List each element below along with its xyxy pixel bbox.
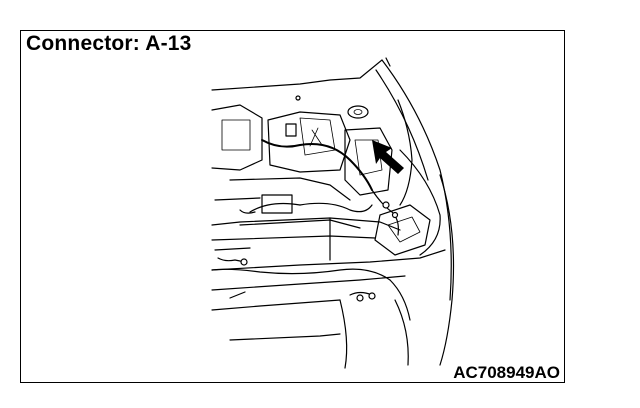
engine-components <box>211 104 393 229</box>
radiator-support <box>211 217 401 261</box>
connector-arrow <box>372 140 404 174</box>
connector-dots <box>240 95 399 302</box>
figure-code: AC708949AO <box>453 363 560 382</box>
fender-headlight <box>374 149 441 256</box>
front-bumper <box>211 174 455 369</box>
wiring-harness <box>211 99 413 321</box>
connector-title: Connector: A-13 <box>26 32 192 55</box>
